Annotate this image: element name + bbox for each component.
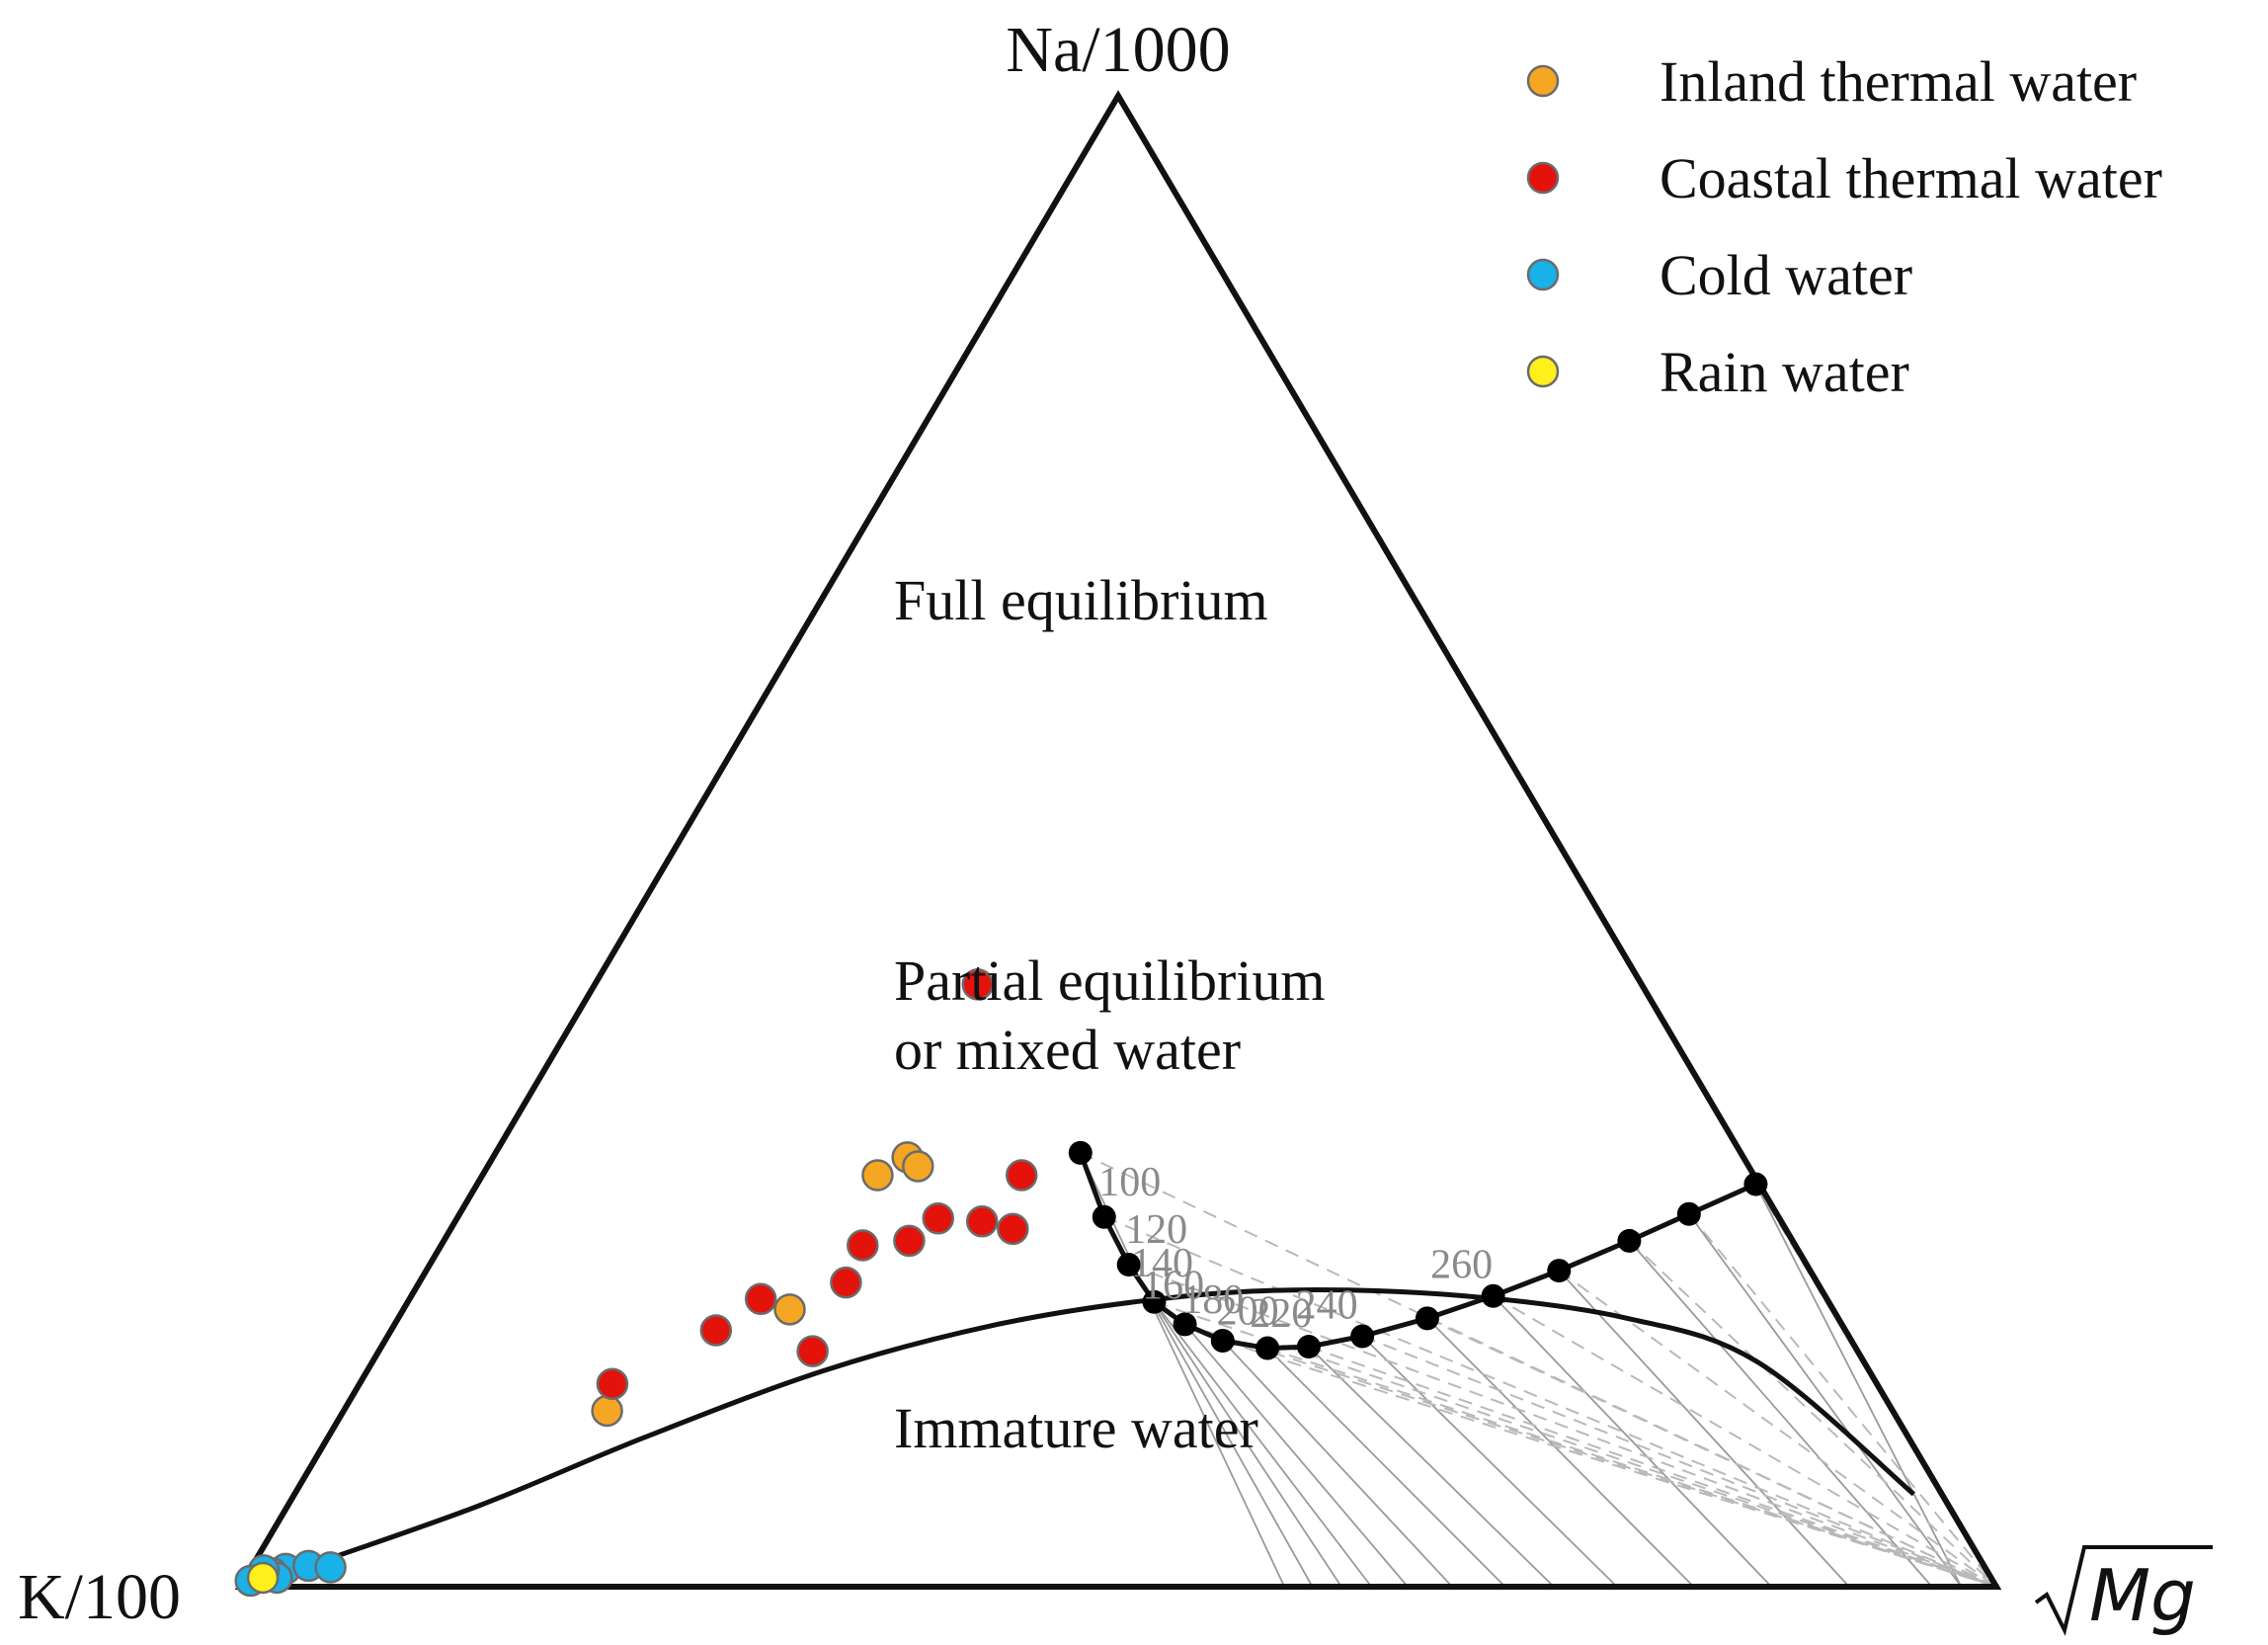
- isotherm-dashed-line: [1688, 1213, 1997, 1588]
- sample-point-inland-thermal-water: [861, 1159, 894, 1192]
- equilibrium-point: [1415, 1306, 1439, 1331]
- legend-item: Coastal thermal water: [1526, 146, 2162, 210]
- isotherm-solid-line: [1688, 1213, 1963, 1588]
- temperature-label: 240: [1296, 1282, 1358, 1328]
- legend-label: Cold water: [1660, 243, 1912, 307]
- temperature-label: 160: [1142, 1263, 1204, 1308]
- sample-point-coastal-thermal-water: [744, 1282, 777, 1316]
- legend-item: Inland thermal water: [1526, 49, 2137, 114]
- vertex-label-mg: Mg: [2034, 1545, 2213, 1637]
- isotherm-dashed-line: [1628, 1240, 1997, 1588]
- vertex-label-mg-text: Mg: [2089, 1554, 2196, 1637]
- isotherm-solid-line: [1361, 1335, 1618, 1588]
- isotherm-solid-line: [1308, 1346, 1555, 1588]
- isotherm-dashed-line: [1103, 1215, 1997, 1588]
- equilibrium-point: [1092, 1204, 1116, 1229]
- equilibrium-point: [1296, 1335, 1321, 1359]
- sample-point-coastal-thermal-water: [596, 1367, 629, 1401]
- temperature-label: 100: [1098, 1160, 1161, 1205]
- equilibrium-point: [1350, 1324, 1375, 1349]
- sqrt-radical-icon: [2034, 1545, 2213, 1636]
- isotherm-dashed-line: [1128, 1264, 1997, 1588]
- legend-item: Cold water: [1526, 243, 1912, 307]
- legend-marker: [1526, 161, 1560, 195]
- equilibrium-point: [1547, 1259, 1572, 1283]
- isotherm-solid-line: [1426, 1317, 1695, 1588]
- isotherm-dashed-line: [1361, 1335, 1997, 1588]
- full-equilibrium-points: [1068, 1140, 1768, 1360]
- legend-marker: [1526, 258, 1560, 291]
- isotherm-dashed-line: [1266, 1347, 1997, 1588]
- sample-point-coastal-thermal-water: [830, 1266, 862, 1299]
- legend-label: Inland thermal water: [1660, 49, 2137, 114]
- region-label-full-equilibrium: Full equilibrium: [894, 568, 1268, 632]
- temperature-label: 120: [1125, 1207, 1187, 1253]
- sample-point-coastal-thermal-water: [965, 1205, 999, 1238]
- sample-point-inland-thermal-water: [591, 1394, 623, 1428]
- equilibrium-curves: [325, 1152, 1916, 1563]
- temperature-label: 260: [1430, 1243, 1493, 1288]
- equilibrium-point: [1481, 1283, 1505, 1308]
- isotherm-solid-line: [1222, 1340, 1453, 1588]
- sample-point-rain-water: [246, 1561, 280, 1595]
- sample-point-coastal-thermal-water: [961, 968, 995, 1001]
- sample-point-coastal-thermal-water: [893, 1224, 926, 1258]
- equilibrium-point: [1256, 1336, 1280, 1360]
- isotherm-solid-line: [1153, 1301, 1373, 1588]
- isotherm-dashed-line: [1184, 1323, 1997, 1588]
- isotherm-grid: [1079, 1151, 1997, 1588]
- sample-point-coastal-thermal-water: [847, 1229, 879, 1262]
- vertex-label-na: Na/1000: [1006, 14, 1230, 86]
- sample-point-coastal-thermal-water: [922, 1202, 955, 1235]
- equilibrium-point: [1116, 1253, 1141, 1277]
- equilibrium-point: [1676, 1201, 1701, 1226]
- sample-point-inland-thermal-water: [773, 1293, 806, 1326]
- temperature-label: 220: [1250, 1291, 1312, 1337]
- sample-point-coastal-thermal-water: [699, 1314, 733, 1347]
- temperature-label: 200: [1217, 1289, 1279, 1335]
- isotherm-solid-line: [1558, 1270, 1850, 1588]
- legend-label: Rain water: [1660, 340, 1909, 404]
- legend-marker: [1526, 64, 1560, 98]
- isotherm-solid-line: [1079, 1152, 1286, 1588]
- isotherm-dashed-line: [1080, 1151, 1997, 1588]
- temperature-label: 180: [1181, 1277, 1244, 1323]
- isotherm-solid-line: [1127, 1264, 1342, 1588]
- isotherm-solid-line: [1628, 1240, 1933, 1588]
- isotherm-dashed-line: [1493, 1294, 1997, 1588]
- isotherm-dashed-line: [1154, 1300, 1997, 1588]
- equilibrium-point: [1142, 1289, 1167, 1314]
- sample-point-cold-water: [314, 1551, 347, 1584]
- isotherm-dashed-line: [1426, 1317, 1997, 1588]
- sample-point-coastal-thermal-water: [796, 1335, 829, 1367]
- legend-item: Rain water: [1526, 340, 1909, 404]
- isotherm-solid-line: [1492, 1295, 1772, 1588]
- isotherm-dashed-line: [1308, 1346, 1997, 1588]
- ternary-triangle-frame: [234, 90, 2002, 1590]
- isotherm-solid-line: [1183, 1323, 1409, 1588]
- isotherm-solid-line: [1266, 1347, 1506, 1588]
- equilibrium-point: [1068, 1140, 1093, 1165]
- equilibrium-point: [1173, 1312, 1197, 1337]
- region-label-immature-water: Immature water: [894, 1396, 1258, 1460]
- equilibrium-point: [1210, 1329, 1235, 1354]
- equilibrium-point: [1743, 1172, 1768, 1196]
- vertex-label-k: K/100: [18, 1561, 181, 1633]
- sample-point-coastal-thermal-water: [997, 1212, 1029, 1246]
- sample-points: [234, 968, 1038, 1598]
- sample-point-coastal-thermal-water: [1005, 1159, 1038, 1192]
- sample-point-inland-thermal-water: [902, 1150, 934, 1183]
- isotherm-solid-line: [1754, 1184, 1963, 1588]
- equilibrium-point: [1617, 1228, 1642, 1253]
- legend-label: Coastal thermal water: [1660, 146, 2162, 210]
- legend-marker: [1526, 355, 1560, 388]
- temperature-label: 140: [1131, 1241, 1193, 1286]
